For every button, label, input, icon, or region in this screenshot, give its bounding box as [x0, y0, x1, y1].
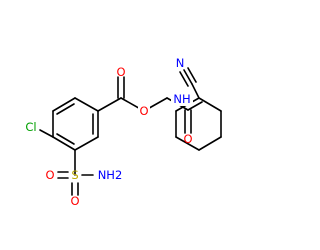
bond-ring-6-inner	[56, 103, 75, 115]
atom-labels: O O O NH N Cl S O O NH2	[25, 56, 193, 208]
bond-cyclohexane-1	[198, 97, 222, 112]
atom-cl: Cl	[25, 120, 36, 134]
bond-nitrile-triple-c	[187, 67, 197, 83]
bond-ring-1	[74, 97, 99, 112]
atom-o-sulfonyl-left: O	[45, 168, 54, 182]
bond-ring-to-cl	[39, 129, 54, 138]
bond-lines	[39, 67, 222, 196]
bond-nitrile-triple-a	[183, 69, 193, 85]
atom-n-nitrile: N	[176, 56, 185, 70]
bond-amide-c-to-nh	[187, 101, 203, 111]
atom-o-amide: O	[183, 132, 192, 146]
bond-ring-4	[52, 136, 76, 151]
bond-cyclohexane-3	[198, 136, 222, 151]
bond-ring-3	[74, 136, 99, 151]
atom-o-carbonyl: O	[116, 65, 125, 79]
bond-nitrile-triple-b	[179, 71, 189, 87]
bond-to-nitrile-c	[191, 83, 200, 99]
atom-o-ester: O	[139, 104, 148, 118]
bond-ring-4-inner	[56, 133, 75, 145]
atom-nh-amide: NH	[173, 92, 190, 106]
atom-nh2-sulfonamide: NH2	[98, 168, 123, 182]
atom-o-sulfonyl-bottom: O	[70, 194, 79, 208]
bond-ring-to-carbonyl	[97, 97, 122, 112]
chemical-structure-diagram: O O O NH N Cl S O O NH2	[25, 56, 222, 208]
atom-s: S	[71, 168, 78, 182]
bond-cyclohexane-4	[175, 136, 200, 151]
bond-ring-6	[52, 97, 76, 112]
